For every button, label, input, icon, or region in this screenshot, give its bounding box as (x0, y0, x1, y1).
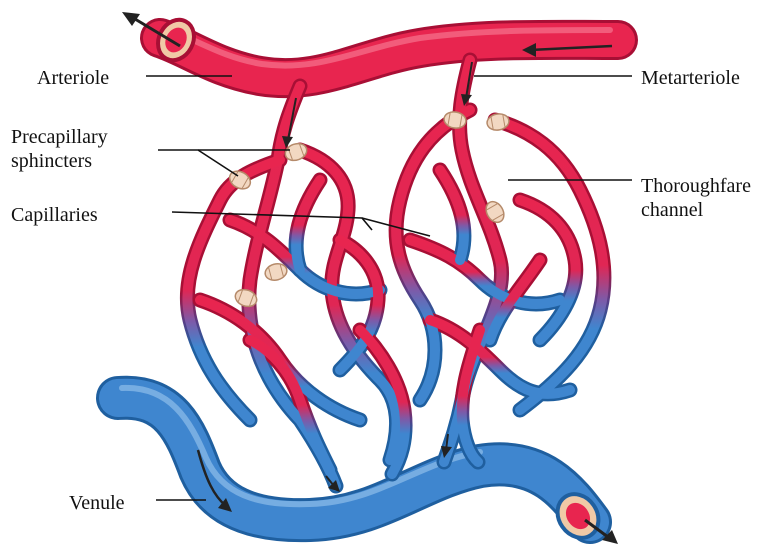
label-precapillary-line2: sphincters (11, 149, 92, 173)
label-capillaries: Capillaries (11, 203, 98, 227)
leader-line-precapillary-a (158, 150, 238, 176)
label-venule: Venule (69, 491, 125, 515)
label-arteriole: Arteriole (37, 66, 109, 90)
label-precapillary-line1: Precapillary (11, 125, 108, 149)
label-thoroughfare-line2: channel (641, 198, 703, 222)
arteriole-vessel (160, 30, 618, 78)
capillary-network (187, 60, 604, 486)
label-thoroughfare-line1: Thoroughfare (641, 174, 751, 198)
label-metarteriole: Metarteriole (641, 66, 740, 90)
